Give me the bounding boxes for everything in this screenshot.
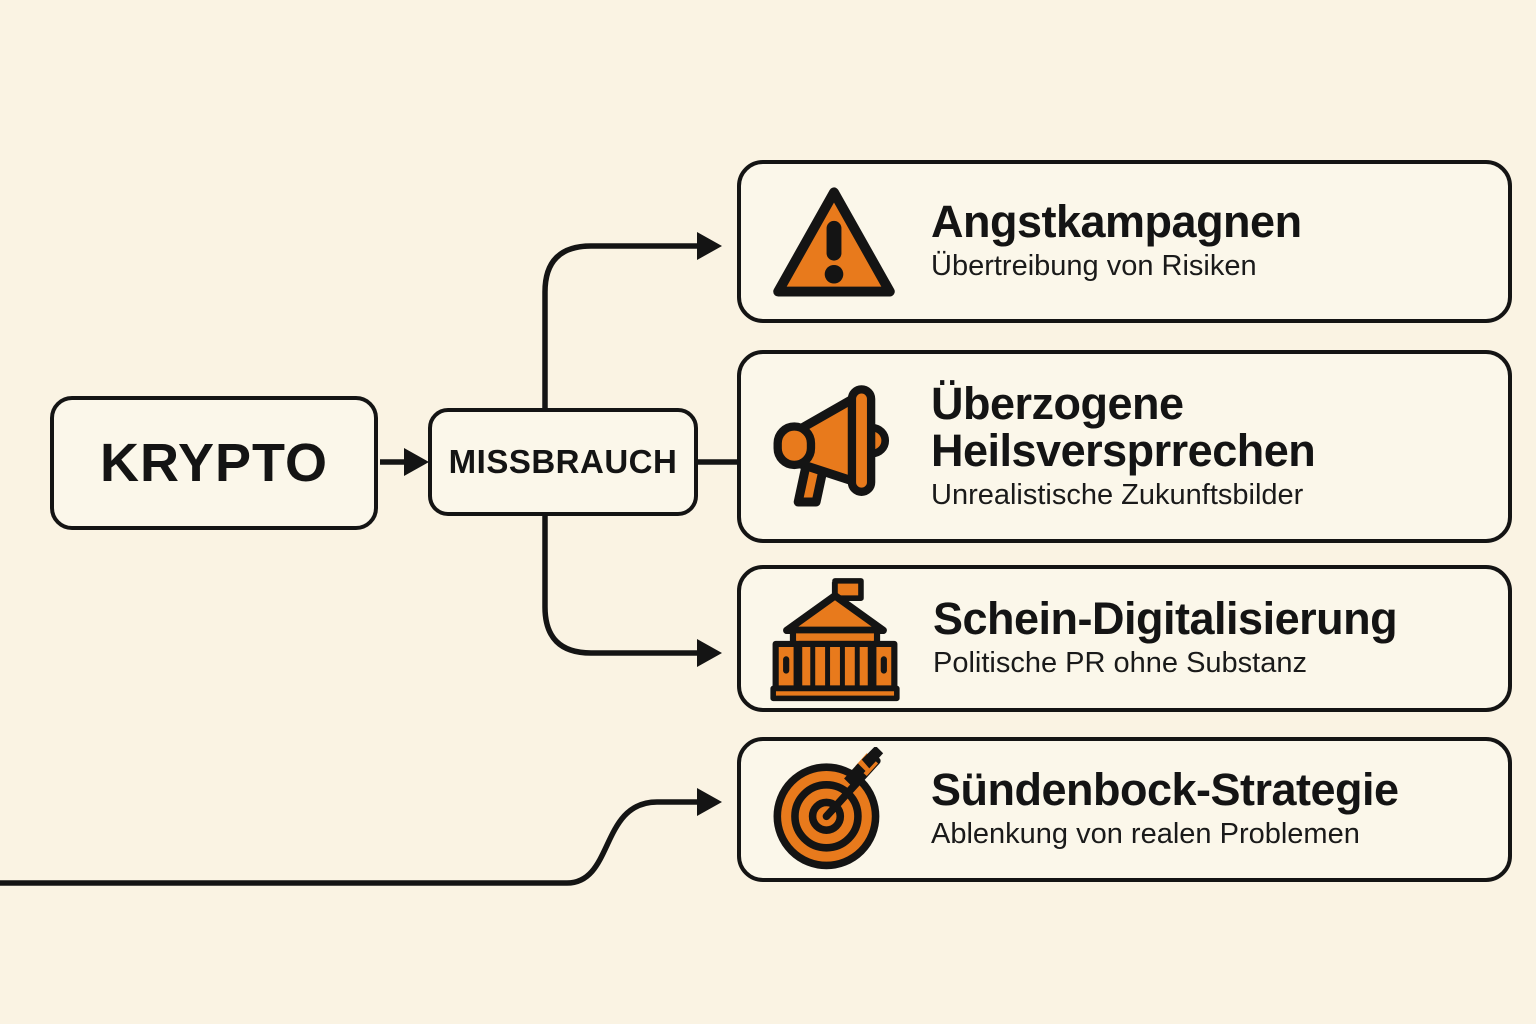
card-angstkampagnen: Angstkampagnen Übertreibung von Risiken xyxy=(737,160,1512,323)
arrowhead-card3 xyxy=(697,639,722,667)
card-subtitle: Unrealistische Zukunftsbilder xyxy=(931,478,1304,511)
card-title: Schein-Digitalisierung xyxy=(933,593,1398,645)
node-krypto: KRYPTO xyxy=(50,396,378,530)
card-schein-digitalisierung: Schein-Digitalisierung Politische PR ohn… xyxy=(737,565,1512,712)
government-building-icon xyxy=(767,576,903,702)
connector-hub-card1 xyxy=(542,243,698,420)
warning-triangle-icon xyxy=(767,180,901,304)
node-krypto-label: KRYPTO xyxy=(99,433,329,493)
node-missbrauch-label: MISSBRAUCH xyxy=(448,443,678,480)
card-heilsversprechen: Überzogene Heilsversprrechen Unrealistis… xyxy=(737,350,1512,543)
card-title: Sündenbock-Strategie xyxy=(931,764,1399,816)
arrowhead-card1 xyxy=(697,232,722,260)
megaphone-icon xyxy=(767,383,901,511)
card-title: Angstkampagnen xyxy=(931,196,1302,248)
arrowhead-hub xyxy=(404,448,429,476)
connector-hub-card3 xyxy=(542,505,698,656)
card-subtitle: Ablenkung von realen Problemen xyxy=(931,818,1360,851)
card-text-block: Angstkampagnen Übertreibung von Risiken xyxy=(931,199,1302,283)
card-suendenbock-strategie: Sündenbock-Strategie Ablenkung von reale… xyxy=(737,737,1512,882)
card-text-block: Sündenbock-Strategie Ablenkung von reale… xyxy=(931,767,1399,851)
card-subtitle: Übertreibung von Risiken xyxy=(931,250,1257,283)
card-subtitle: Politische PR ohne Substanz xyxy=(933,647,1307,680)
card-text-block: Überzogene Heilsversprrechen Unrealistis… xyxy=(931,378,1480,512)
card-title: Überzogene Heilsversprrechen xyxy=(931,378,1316,476)
card-text-block: Schein-Digitalisierung Politische PR ohn… xyxy=(933,593,1398,680)
arrowhead-card4 xyxy=(697,788,722,816)
node-missbrauch: MISSBRAUCH xyxy=(428,408,698,516)
connector-left-card4 xyxy=(0,799,698,886)
target-dart-icon xyxy=(767,746,901,873)
